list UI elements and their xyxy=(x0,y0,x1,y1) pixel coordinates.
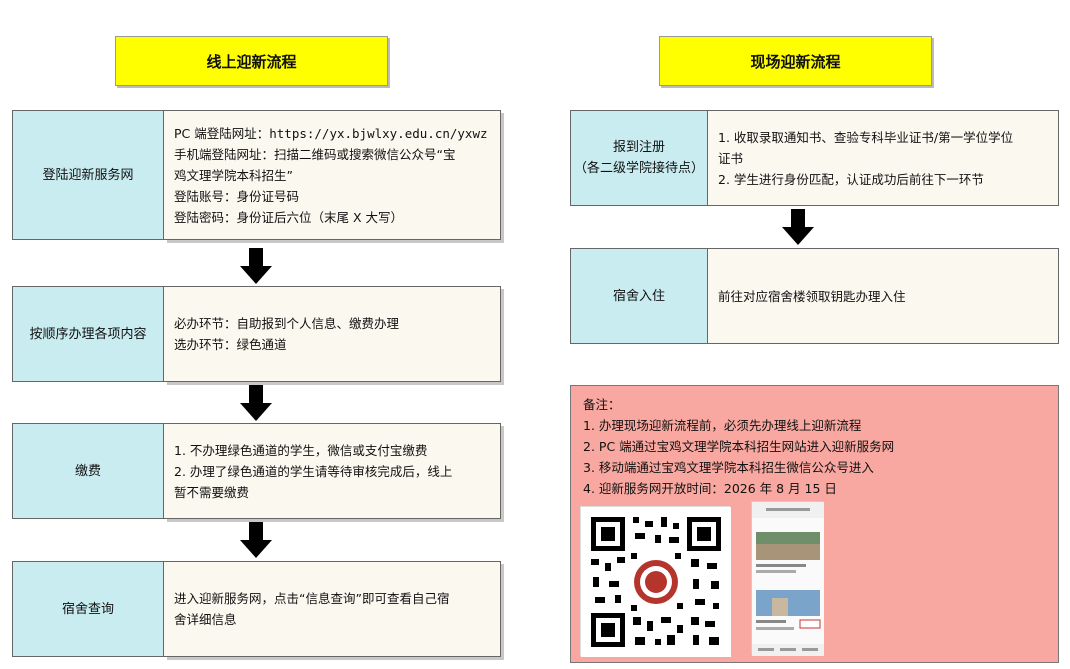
content-line: 1. 不办理绿色通道的学生，微信或支付宝缴费 xyxy=(174,442,428,458)
onsite-step-2-label: 宿舍入住 xyxy=(570,248,708,344)
online-title: 线上迎新流程 xyxy=(115,36,388,86)
website-url: https://yx.bjwlxy.edu.cn/yxwz xyxy=(269,125,488,141)
online-step-2-content: 必办环节：自助报到个人信息、缴费办理 选办环节：绿色通道 xyxy=(164,286,501,382)
online-step-1-content: PC 端登陆网址：https://yx.bjwlxy.edu.cn/yxwz 手… xyxy=(164,110,501,240)
label-line: 报到注册 xyxy=(612,140,665,155)
note-item: 3. 移动端通过宝鸡文理学院本科招生微信公众号进入 xyxy=(583,460,874,475)
label-line: （各二级学院接待点） xyxy=(573,161,704,176)
content-line: 2. 学生进行身份匹配，认证成功后前往下一环节 xyxy=(718,171,984,187)
onsite-title: 现场迎新流程 xyxy=(659,36,932,86)
content-line: PC 端登陆网址：https://yx.bjwlxy.edu.cn/yxwz xyxy=(174,125,488,141)
online-step-3-content: 1. 不办理绿色通道的学生，微信或支付宝缴费 2. 办理了绿色通道的学生请等待审… xyxy=(164,423,501,519)
online-step-3-label: 缴费 xyxy=(12,423,164,519)
onsite-step-1-label: 报到注册 （各二级学院接待点） xyxy=(570,110,708,206)
content-line: 暂不需要缴费 xyxy=(174,484,250,500)
down-arrow-icon xyxy=(240,522,272,558)
content-line: 手机端登陆网址：扫描二维码或搜索微信公众号“宝 xyxy=(174,146,456,162)
content-line: 必办环节：自助报到个人信息、缴费办理 xyxy=(174,316,400,331)
online-step-4-label: 宿舍查询 xyxy=(12,561,164,657)
content-line: 登陆账号：身份证号码 xyxy=(174,188,300,204)
down-arrow-icon xyxy=(240,385,272,421)
phone-screenshot-icon xyxy=(752,502,824,656)
qr-code-icon xyxy=(581,507,731,657)
content-line: 舍详细信息 xyxy=(174,612,237,627)
content-line: 证书 xyxy=(718,150,744,166)
qr-code-image xyxy=(580,506,731,657)
content-line: 进入迎新服务网，点击“信息查询”即可查看自己宿 xyxy=(174,591,450,606)
note-item: 2. PC 端通过宝鸡文理学院本科招生网站进入迎新服务网 xyxy=(583,439,895,454)
content-line: 登陆密码：身份证后六位（末尾 X 大写） xyxy=(174,209,404,225)
content-line: 1. 收取录取通知书、查验专科毕业证书/第一学位学位 xyxy=(718,129,1014,145)
content-line: 鸡文理学院本科招生” xyxy=(174,167,293,183)
notes-heading: 备注： xyxy=(583,397,621,412)
onsite-step-1-content: 1. 收取录取通知书、查验专科毕业证书/第一学位学位 证书 2. 学生进行身份匹… xyxy=(708,110,1059,206)
note-item: 4. 迎新服务网开放时间：2026 年 8 月 15 日 xyxy=(583,481,837,496)
down-arrow-icon xyxy=(240,248,272,284)
phone-screenshot-image xyxy=(751,501,824,656)
content-line: 2. 办理了绿色通道的学生请等待审核完成后，线上 xyxy=(174,463,453,479)
onsite-step-2-content: 前往对应宿舍楼领取钥匙办理入住 xyxy=(708,248,1059,344)
down-arrow-icon xyxy=(782,209,814,245)
online-step-2-label: 按顺序办理各项内容 xyxy=(12,286,164,382)
note-item: 1. 办理现场迎新流程前，必须先办理线上迎新流程 xyxy=(583,418,862,433)
content-line: 选办环节：绿色通道 xyxy=(174,337,287,352)
content-line: 前往对应宿舍楼领取钥匙办理入住 xyxy=(718,288,906,304)
online-step-4-content: 进入迎新服务网，点击“信息查询”即可查看自己宿 舍详细信息 xyxy=(164,561,501,657)
online-step-1-label: 登陆迎新服务网 xyxy=(12,110,164,240)
